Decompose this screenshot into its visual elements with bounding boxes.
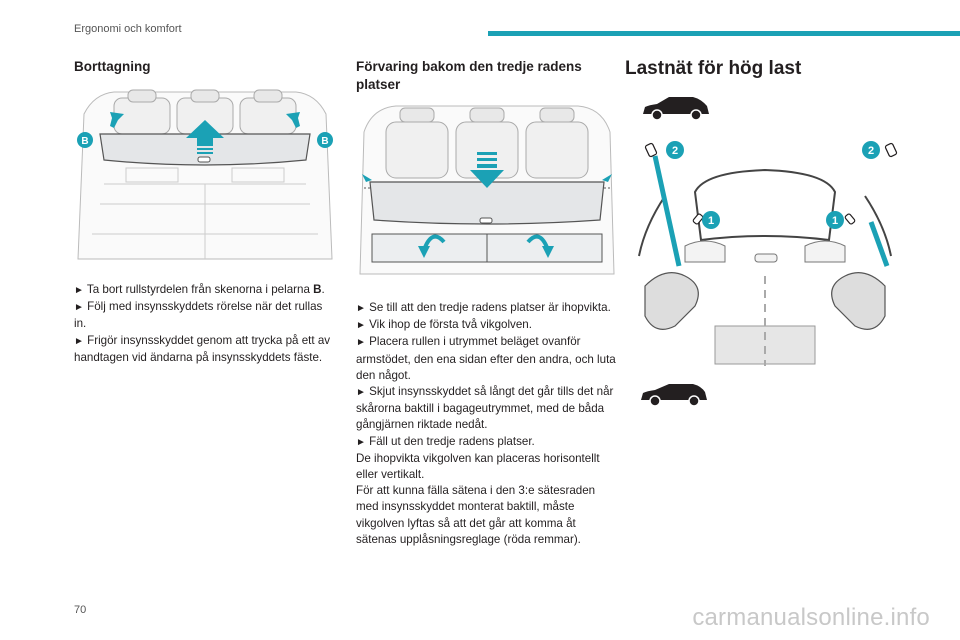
section-heading-cargo-net: Lastnät för hög last <box>625 58 802 79</box>
bullet-arrow: ► <box>356 320 366 332</box>
suv-side-icon-bottom <box>641 384 707 407</box>
step-text: Placera rullen i utrymmet beläget ovanfö… <box>356 335 616 382</box>
storage-step-3: ► Placera rullen i utrymmet beläget ovan… <box>356 334 618 384</box>
step-text-end: . <box>321 283 325 296</box>
bullet-arrow: ► <box>356 436 366 448</box>
bullet-arrow: ► <box>74 335 84 347</box>
callout-b-left: B <box>81 136 88 147</box>
figure-storage-illustration <box>356 102 618 278</box>
step-text: Se till att den tredje radens platser är… <box>369 301 611 314</box>
page-number: 70 <box>74 604 87 616</box>
step-text: Följ med insynsskyddets rörelse när det … <box>74 300 323 331</box>
storage-step-4: ► Skjut insynsskyddet så långt det går t… <box>356 384 618 434</box>
suv-side-icon-top <box>643 97 709 121</box>
header-accent-bar <box>488 31 960 36</box>
figure-removal-illustration: B B <box>74 84 336 264</box>
header-section-title: Ergonomi och komfort <box>74 23 182 35</box>
bullet-arrow: ► <box>356 337 366 349</box>
section-heading-storage: Förvaring bakom den tredje radens platse… <box>356 59 582 92</box>
watermark-link[interactable]: carmanualsonline.info <box>692 604 930 631</box>
removal-steps: ► Ta bort rullstyrdelen från skenorna i … <box>74 282 336 366</box>
removal-step-3: ► Frigör insynsskyddet genom att trycka … <box>74 333 336 366</box>
bullet-arrow: ► <box>356 387 366 399</box>
callout-b-right: B <box>321 136 328 147</box>
callout-2-right: 2 <box>868 145 874 157</box>
bullet-arrow: ► <box>74 302 84 314</box>
figure-cargo-net-illustration: 2 2 1 1 <box>625 136 905 366</box>
storage-steps: ► Se till att den tredje radens platser … <box>356 300 618 548</box>
column-removal: Borttagning <box>74 58 336 366</box>
removal-step-1: ► Ta bort rullstyrdelen från skenorna i … <box>74 282 336 299</box>
callout-1-right: 1 <box>832 215 838 227</box>
step-text: Ta bort rullstyrdelen från skenorna i pe… <box>86 283 314 296</box>
storage-paragraph-1: De ihopvikta vikgolven kan placeras hori… <box>356 451 600 482</box>
step-text: Frigör insynsskyddet genom att trycka på… <box>74 333 331 364</box>
column-cargo-net: Lastnät för hög last <box>625 58 915 408</box>
storage-step-5: ► Fäll ut den tredje radens platser. <box>356 434 618 451</box>
column-storage: Förvaring bakom den tredje radens platse… <box>356 58 618 548</box>
pillar-label: B <box>313 283 322 296</box>
step-text: Fäll ut den tredje radens platser. <box>369 434 535 448</box>
bullet-arrow: ► <box>74 285 84 296</box>
bullet-arrow: ► <box>356 303 366 314</box>
section-heading-removal: Borttagning <box>74 59 151 74</box>
storage-paragraph-2: För att kunna fälla sätena i den 3:e sät… <box>356 484 596 546</box>
storage-step-2: ► Vik ihop de första två vikgolven. <box>356 317 618 334</box>
removal-step-2: ► Följ med insynsskyddets rörelse när de… <box>74 299 336 332</box>
callout-1-left: 1 <box>708 215 714 227</box>
storage-step-1: ► Se till att den tredje radens platser … <box>356 300 618 317</box>
step-text: Skjut insynsskyddet så långt det går til… <box>356 385 614 432</box>
callout-2-left: 2 <box>672 145 678 157</box>
step-text: Vik ihop de första två vikgolven. <box>369 318 532 332</box>
